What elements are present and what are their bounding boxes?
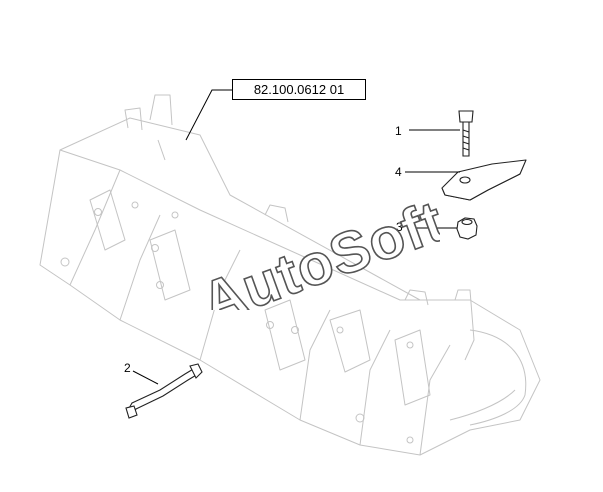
reference-number-box: 82.100.0612 01 xyxy=(232,79,366,100)
part-nut xyxy=(456,217,478,240)
bucket-assembly-outline xyxy=(39,94,541,456)
leader-2 xyxy=(132,370,159,385)
callout-3: 3 xyxy=(396,220,403,234)
callout-1: 1 xyxy=(395,124,402,138)
reference-leader xyxy=(185,89,232,141)
watermark-text: AutoSoft xyxy=(193,188,440,310)
autosoft-watermark: AutoSoft xyxy=(192,187,440,310)
part-bolt xyxy=(458,110,474,157)
part-hose xyxy=(125,363,203,419)
callout-4: 4 xyxy=(395,165,402,179)
callout-2: 2 xyxy=(124,361,131,375)
part-tooth xyxy=(441,159,527,201)
